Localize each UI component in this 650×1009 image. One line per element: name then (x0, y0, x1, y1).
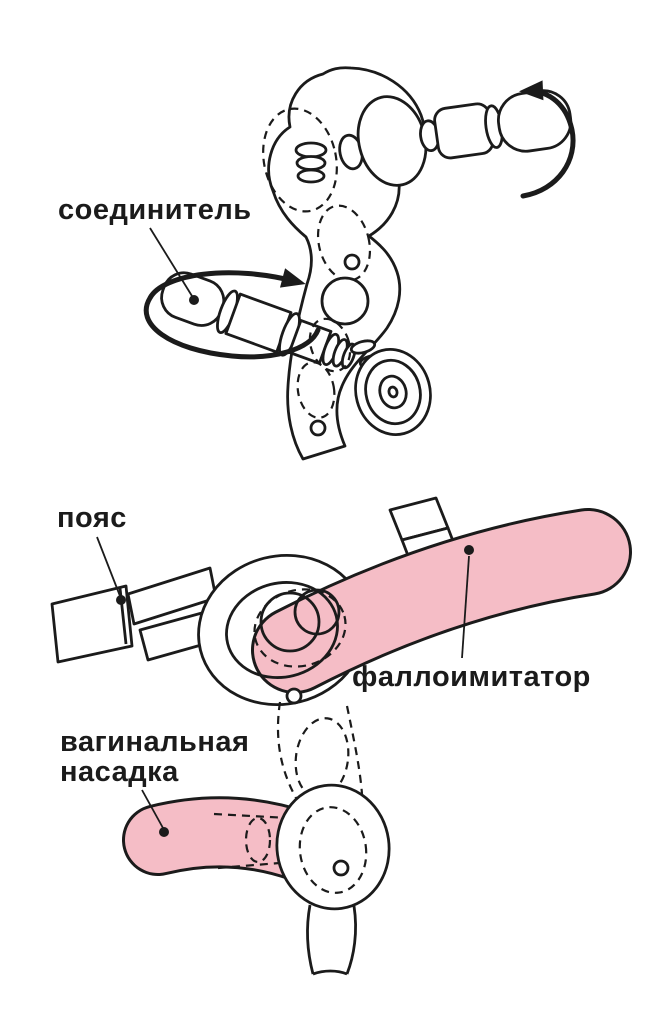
attachment-ring-dashed (244, 816, 272, 864)
bracket-hole-bottom (309, 419, 327, 437)
peg-head (497, 89, 573, 153)
connector-assembly-figure: соединитель (58, 66, 576, 461)
socket-circle (293, 588, 341, 636)
callout-dot-belt (116, 595, 126, 605)
screw-thread-ridge (296, 168, 326, 184)
callout-dot-attachment (159, 827, 169, 837)
socket-circle (259, 591, 321, 653)
leader-line-dildo (461, 555, 470, 659)
screw-thread-ridge (295, 155, 327, 171)
leader-line-connector (149, 227, 193, 297)
bottom-strap-edge-left (306, 904, 315, 975)
hidden-body-dashed-right (345, 705, 364, 795)
label-dildo: фаллоимитатор (352, 661, 591, 693)
plate-hole (285, 687, 303, 705)
rotation-arrow-left (143, 268, 321, 360)
dildo-shape (254, 511, 629, 691)
disc-flange (354, 347, 432, 437)
rotation-arrow-right (519, 80, 576, 199)
connector-peg-right (419, 89, 573, 160)
leader-line-attachment (141, 789, 164, 829)
lower-recess-dashed (296, 361, 336, 419)
lower-plate-hole (332, 859, 350, 877)
attachment-connector-dashed (213, 812, 289, 820)
dildo-base-dashed (253, 588, 347, 668)
pivot-ball (320, 276, 370, 326)
label-attachment-line2: насадка (60, 756, 179, 788)
plate-opening (225, 581, 339, 679)
label-attachment-line1: вагинальная (60, 726, 249, 758)
belt-end-tab (50, 584, 134, 664)
callout-dot-dildo (464, 545, 474, 555)
label-belt: пояс (57, 502, 127, 534)
hidden-body-dashed-left (276, 701, 297, 799)
screw-thread-ridge (294, 141, 328, 159)
lower-plate-recess-dashed (298, 806, 368, 894)
disc-flange-ring (387, 385, 399, 399)
bottom-strap-edge-right (345, 905, 357, 975)
lower-plate (275, 783, 391, 911)
label-connector: соединитель (58, 194, 252, 226)
hidden-strap-dashed (294, 717, 350, 799)
callout-dot-connector (189, 295, 199, 305)
hidden-cavity-dashed (262, 107, 338, 213)
leader-line-belt (96, 536, 121, 597)
bottom-strap-end (312, 969, 348, 976)
insertion-dashed (308, 317, 352, 373)
flange-thread-ridge (349, 339, 377, 355)
harness-figure: пояс фаллоимитатор вагинальная насадка (50, 496, 632, 976)
bracket-hole-top (343, 253, 361, 271)
